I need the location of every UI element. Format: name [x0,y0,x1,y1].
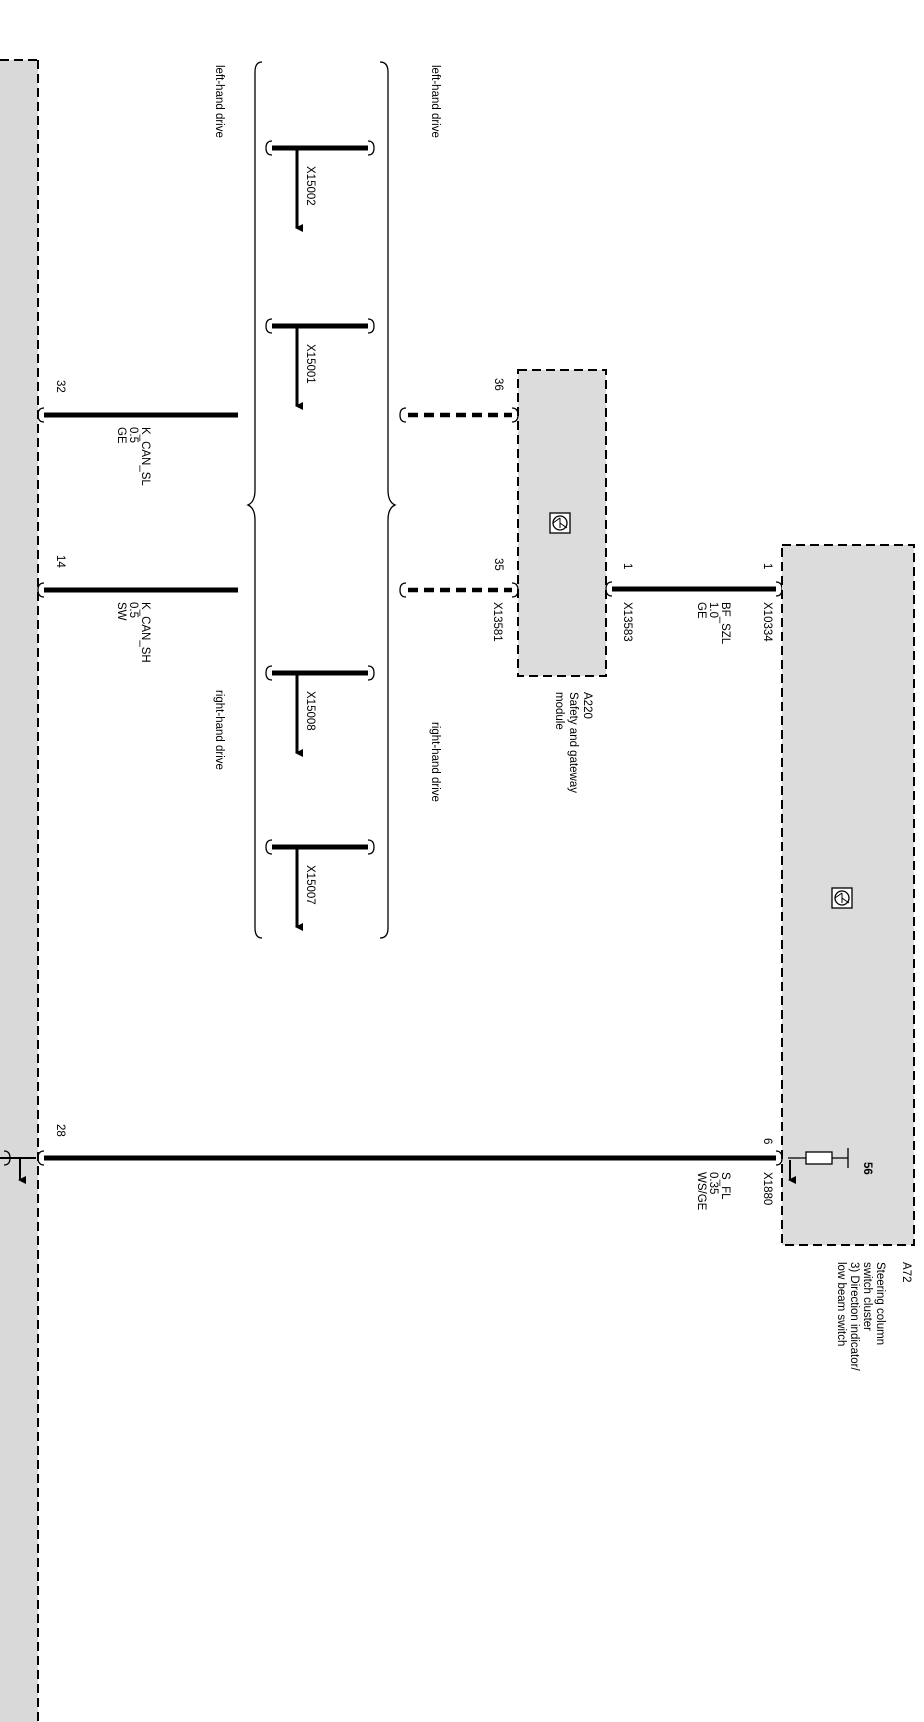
right-hand-drive-label: right-hand drive [429,722,441,802]
wire-s-fl-signal: S_FL [719,1172,731,1200]
connector-x1880-label: X1880 [761,1172,773,1205]
pin-1-a72: 1 [761,563,773,569]
left-bus [0,59,39,1722]
module-a72: 56 A72 Steering column switch cluster 3)… [781,544,915,1371]
pin-32: 32 [54,380,66,393]
wire-k-can-sl-color: GE [115,427,127,444]
wire-s-fl: 28 6 X1880 S_FL 0.35 WS/GE [0,1124,783,1211]
a72-name-line3: 3) Direction indicator/ [848,1262,860,1371]
connector-x13583-label: X13583 [621,602,633,642]
a72-name-line4: low beam switch [835,1262,847,1346]
a72-id: A72 [900,1262,912,1282]
wire-k-can-sh-gauge: 0.5 [127,602,139,618]
wire-bf-szl: 1 1 X13583 X10334 BF_SZL 1.0 GE [605,563,783,645]
connector-x15007-label: X15007 [304,865,316,905]
connector-x15007: X15007 [265,839,375,931]
drive-brace-left [246,61,263,939]
pin-28: 28 [54,1124,66,1137]
a220-name-line2: module [553,692,565,730]
connector-x15008-label: X15008 [304,691,316,731]
transistor-icon [831,887,853,909]
pin-6: 6 [761,1138,773,1144]
pin-35: 35 [492,558,504,571]
wire-k-can-sl: 32 K_CAN_SL 0.5 GE [37,380,238,486]
connector-x15008: X15008 [265,665,375,757]
wire-k-can-sl-signal: K_CAN_SL [139,427,151,486]
connector-x15001-label: X15001 [304,344,316,384]
pin-36: 36 [492,378,504,391]
wire-bf-szl-signal: BF_SZL [719,602,731,645]
pin-56: 56 [861,1162,873,1175]
a72-name-line1: Steering column [874,1262,886,1345]
transistor-icon [549,512,571,534]
connector-x15002-label: X15002 [304,166,316,206]
wire-s-fl-gauge: 0.35 [707,1172,719,1194]
connector-x15002: X15002 [265,140,375,232]
wire-bf-szl-gauge: 1.0 [707,602,719,618]
wire-bf-szl-color: GE [695,602,707,619]
drive-brace-right [379,61,397,939]
right-hand-drive-label: right-hand drive [213,690,225,770]
a220-pin-35-wire: 35 X13581 [399,558,519,642]
wire-k-can-sh-color: SW [115,602,127,621]
left-hand-drive-label: left-hand drive [429,65,441,138]
connector-x10334-label: X10334 [761,602,773,642]
resistor-switch-icon: 56 [788,1148,873,1184]
wire-s-fl-color: WS/GE [695,1172,707,1211]
a220-pin-36-wire: 36 [399,378,519,423]
connector-x13581-label: X13581 [491,602,503,642]
wire-k-can-sh-signal: K_CAN_SH [139,602,151,663]
a220-id: A220 [581,692,593,719]
module-a220: A220 Safety and gateway module [517,369,607,793]
pin-14: 14 [54,555,66,568]
left-hand-drive-label: left-hand drive [213,65,225,138]
wire-k-can-sl-gauge: 0.5 [127,427,139,443]
a72-name-line2: switch cluster [861,1262,873,1331]
a220-name-line1: Safety and gateway [567,692,579,793]
pin-1-a220: 1 [621,563,633,569]
wire-k-can-sh: 14 K_CAN_SH 0.5 SW [37,555,238,663]
connector-x15001: X15001 [265,318,375,410]
